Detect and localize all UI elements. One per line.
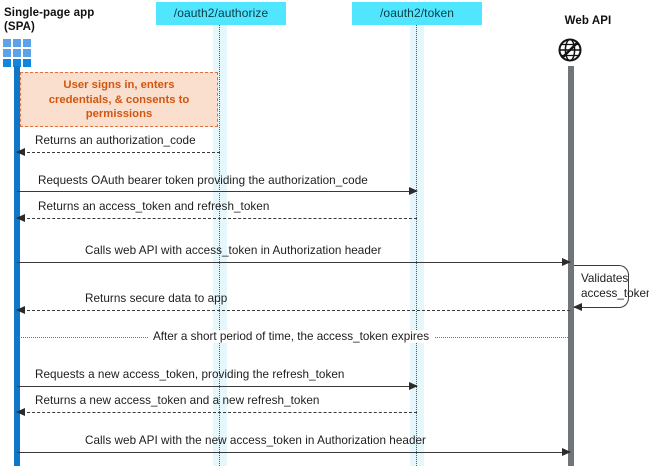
message-label-returns-secure-data: Returns secure data to app: [85, 292, 228, 305]
lifeline-band-authorize: [213, 25, 227, 466]
lifeline-spa: [14, 66, 20, 466]
lifeline-authorize: [219, 25, 220, 466]
arrowhead-right-icon: [409, 186, 418, 195]
arrowhead-right-icon: [562, 447, 571, 456]
arrowhead-left-icon: [16, 305, 25, 314]
note-signin-line2: credentials, & consents to: [48, 93, 190, 106]
self-call-label-line1: Validates: [581, 272, 629, 285]
participant-title-webapi: Web API: [564, 15, 612, 27]
note-signin: User signs in, enters credentials, & con…: [20, 72, 218, 127]
message-label-calls-web-api: Calls web API with access_token in Autho…: [85, 244, 382, 257]
arrowhead-left-icon: [573, 302, 582, 311]
arrowhead-right-icon: [562, 257, 571, 266]
arrowhead-left-icon: [16, 147, 25, 156]
lifeline-token: [416, 25, 417, 466]
self-call-label-line2: access_token: [581, 286, 649, 300]
endpoint-box-authorize[interactable]: /oauth2/authorize: [156, 2, 286, 25]
message-label-requests-new-access-token: Requests a new access_token, providing t…: [35, 368, 345, 381]
message-label-returns-new-access-token: Returns a new access_token and a new ref…: [35, 394, 320, 407]
message-label-requests-oauth-bearer-token: Requests OAuth bearer token providing th…: [38, 174, 368, 187]
lifeline-webapi: [568, 66, 574, 466]
app-grid-icon: [3, 39, 31, 67]
participant-title-spa-line1: Single-page app: [4, 7, 95, 19]
note-signin-line3: permissions: [85, 108, 153, 120]
arrowhead-right-icon: [409, 381, 418, 390]
participant-title-spa: Single-page app (SPA): [4, 6, 94, 34]
arrowhead-left-icon: [16, 213, 25, 222]
globe-icon: [557, 37, 583, 68]
divider-token-expiry-label: After a short period of time, the access…: [148, 330, 435, 343]
arrowhead-left-icon: [16, 407, 25, 416]
endpoint-box-token[interactable]: /oauth2/token: [352, 2, 482, 25]
message-label-returns-access-and-refresh-token: Returns an access_token and refresh_toke…: [38, 200, 270, 213]
message-label-returns-authorization-code: Returns an authorization_code: [35, 134, 196, 147]
participant-title-spa-line2: (SPA): [4, 21, 35, 33]
note-signin-line1: User signs in, enters: [63, 79, 175, 91]
lifeline-band-token: [410, 25, 424, 466]
message-label-calls-web-api-new-token: Calls web API with the new access_token …: [85, 434, 426, 447]
self-call-label-validates-access-token: Validates access_token: [581, 272, 649, 301]
